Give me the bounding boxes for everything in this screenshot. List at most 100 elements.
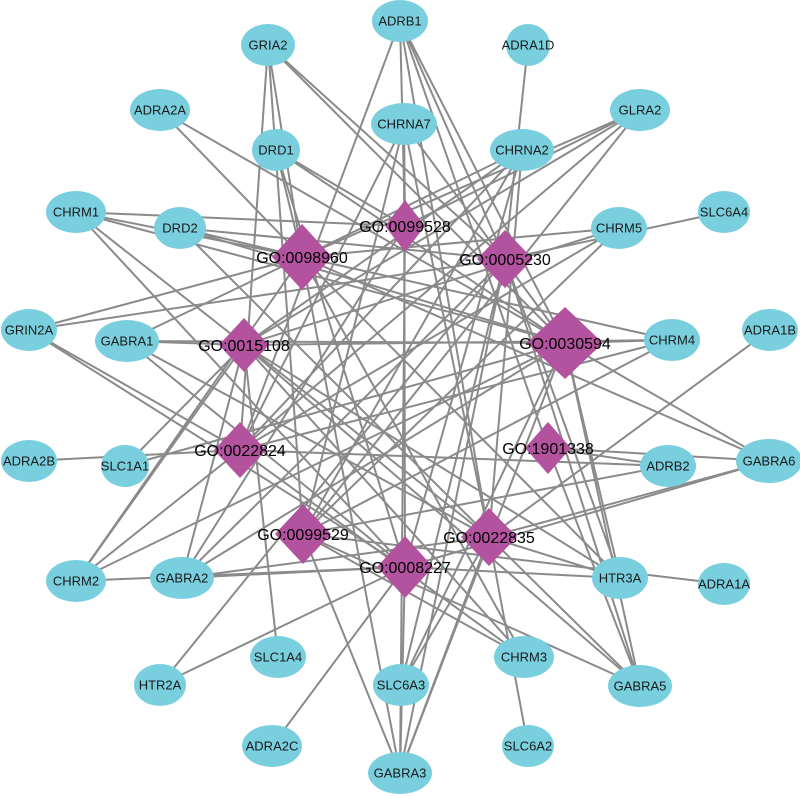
gene-node-shape [150, 557, 214, 599]
gene-label: DRD2 [162, 221, 197, 236]
go-node-go0005230[interactable]: GO:0005230 [459, 230, 551, 288]
gene-node-gabra2[interactable]: GABRA2 [150, 557, 214, 599]
gene-node-adra2a[interactable]: ADRA2A [130, 89, 190, 131]
gene-node-grin2a[interactable]: GRIN2A [1, 309, 57, 351]
gene-node-shape [494, 636, 554, 678]
gene-node-slc1a4[interactable]: SLC1A4 [250, 636, 306, 678]
gene-node-glra2[interactable]: GLRA2 [610, 89, 670, 131]
gene-node-chrm5[interactable]: CHRM5 [591, 207, 647, 249]
go-label: GO:0030594 [519, 336, 611, 353]
go-node-go0030594[interactable]: GO:0030594 [519, 307, 611, 379]
gene-node-shape [95, 320, 159, 362]
gene-node-drd2[interactable]: DRD2 [154, 207, 206, 249]
edge-adra1b-go0022835 [488, 329, 771, 538]
gene-node-shape [154, 207, 206, 249]
gene-node-chrm1[interactable]: CHRM1 [46, 191, 106, 233]
gene-node-slc6a2[interactable]: SLC6A2 [502, 725, 554, 767]
edge-gabra5-go0005230 [504, 258, 641, 687]
gene-node-gabra3[interactable]: GABRA3 [368, 752, 432, 794]
edge-htr3a-go0015108 [243, 344, 621, 579]
gene-node-chrna7[interactable]: CHRNA7 [371, 103, 437, 145]
go-node-go0099528[interactable]: GO:0099528 [359, 200, 451, 252]
edge-chrna2-go0098960 [301, 149, 523, 258]
gene-label: CHRNA7 [377, 117, 430, 132]
go-node-go1901338[interactable]: GO:1901338 [502, 422, 594, 474]
edge-chrm4-go0099529 [302, 339, 673, 535]
gene-label: ADRA1B [744, 323, 796, 338]
go-node-go0098960[interactable]: GO:0098960 [256, 224, 348, 290]
gene-node-shape [368, 752, 432, 794]
gene-node-adrb1[interactable]: ADRB1 [372, 0, 428, 42]
gene-node-shape [640, 445, 696, 487]
gene-node-adrb2[interactable]: ADRB2 [640, 445, 696, 487]
gene-node-drd1[interactable]: DRD1 [252, 129, 300, 171]
gene-node-gabra6[interactable]: GABRA6 [736, 439, 800, 483]
go-node-shape [385, 200, 425, 252]
gene-node-adra1d[interactable]: ADRA1D [502, 24, 555, 66]
edge-chrm1-go0008227 [75, 211, 406, 568]
edge-chrm2-go0022824 [75, 449, 241, 582]
edge-grin2a-go0022824 [28, 329, 241, 451]
edge-htr3a-go0005230 [504, 258, 621, 579]
go-node-shape [527, 307, 603, 379]
gene-node-slc6a4[interactable]: SLC6A4 [698, 191, 750, 233]
gene-label: GABRA6 [743, 454, 796, 469]
go-label: GO:1901338 [502, 441, 594, 458]
gene-node-htr2a[interactable]: HTR2A [134, 664, 186, 706]
gene-node-slc6a3[interactable]: SLC6A3 [373, 664, 429, 706]
edge-chrm2-go0030594 [75, 342, 566, 582]
gene-node-adra2c[interactable]: ADRA2C [242, 725, 302, 767]
gene-node-adra1a[interactable]: ADRA1A [698, 563, 750, 605]
edge-glra2-go0015108 [243, 109, 641, 346]
go-node-go0015108[interactable]: GO:0015108 [198, 318, 290, 372]
gene-node-shape [1, 440, 57, 482]
gene-node-slc1a1[interactable]: SLC1A1 [101, 445, 149, 487]
gene-node-chrm2[interactable]: CHRM2 [46, 560, 106, 602]
edge-adrb2-go0022824 [239, 449, 669, 467]
go-node-go0099529[interactable]: GO:0099529 [257, 504, 349, 564]
edge-chrm3-go0022824 [239, 449, 525, 658]
go-node-go0008227[interactable]: GO:0008227 [359, 536, 451, 598]
gene-node-chrna2[interactable]: CHRNA2 [490, 129, 554, 171]
go-label: GO:0022835 [443, 530, 535, 547]
gene-node-shape [591, 207, 647, 249]
edge-adra2a-go0098960 [159, 109, 303, 258]
gene-label: CHRM1 [53, 205, 99, 220]
edge-htr3a-go0098960 [301, 256, 621, 579]
gene-node-shape [698, 191, 750, 233]
gene-node-gabra5[interactable]: GABRA5 [608, 665, 672, 707]
gene-node-adra2b[interactable]: ADRA2B [1, 440, 57, 482]
gene-node-htr3a[interactable]: HTR3A [592, 557, 648, 599]
gene-node-shape [130, 89, 190, 131]
edge-gabra5-go0022835 [488, 536, 641, 687]
gene-node-chrm4[interactable]: CHRM4 [644, 319, 700, 361]
gene-node-shape [371, 103, 437, 145]
gene-label: GABRA2 [156, 571, 209, 586]
go-node-go0022835[interactable]: GO:0022835 [443, 508, 535, 566]
gene-label: HTR2A [139, 678, 182, 693]
go-node-go0022824[interactable]: GO:0022824 [194, 422, 286, 478]
gene-label: GLRA2 [619, 103, 662, 118]
edge-chrm3-go0015108 [243, 344, 525, 658]
gene-node-shape [1, 309, 57, 351]
gene-node-shape [134, 664, 186, 706]
go-node-shape [477, 230, 533, 288]
gene-label: GABRA5 [614, 679, 667, 694]
edge-slc6a3-go0022835 [400, 536, 490, 686]
edge-gabra5-go0030594 [564, 342, 641, 687]
edge-gabra6-go0030594 [564, 342, 770, 462]
gene-node-adra1b[interactable]: ADRA1B [742, 309, 798, 351]
edge-adrb2-go0099529 [302, 465, 669, 535]
edge-drd1-go0099528 [275, 149, 406, 227]
edge-glra2-go0099529 [302, 109, 641, 535]
gene-node-shape [373, 664, 429, 706]
gene-label: ADRA1A [698, 577, 750, 592]
gene-node-gria2[interactable]: GRIA2 [241, 24, 295, 66]
gene-node-chrm3[interactable]: CHRM3 [494, 636, 554, 678]
edge-chrna2-go0008227 [404, 149, 523, 568]
gene-label: CHRM4 [649, 333, 695, 348]
gene-node-gabra1[interactable]: GABRA1 [95, 320, 159, 362]
go-node-shape [377, 536, 433, 598]
go-node-shape [214, 422, 266, 478]
